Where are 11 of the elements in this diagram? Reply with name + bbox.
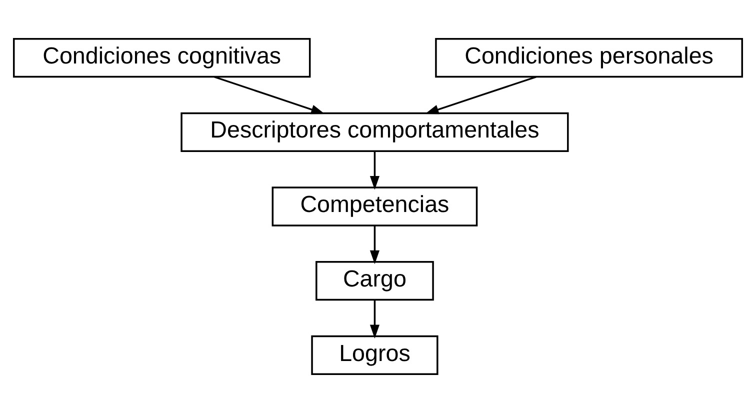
node-box: Descriptores comportamentales bbox=[180, 112, 569, 152]
arrow bbox=[370, 150, 380, 190]
node-box: Competencias bbox=[272, 186, 478, 226]
node-box: Logros bbox=[311, 334, 438, 375]
node-box: Cargo bbox=[316, 260, 434, 300]
arrow bbox=[370, 225, 380, 264]
arrow bbox=[370, 299, 380, 338]
arrow bbox=[214, 76, 325, 114]
arrow bbox=[424, 76, 536, 114]
node-box: Condiciones personales bbox=[435, 37, 743, 78]
node-box: Condiciones cognitivas bbox=[13, 37, 311, 78]
